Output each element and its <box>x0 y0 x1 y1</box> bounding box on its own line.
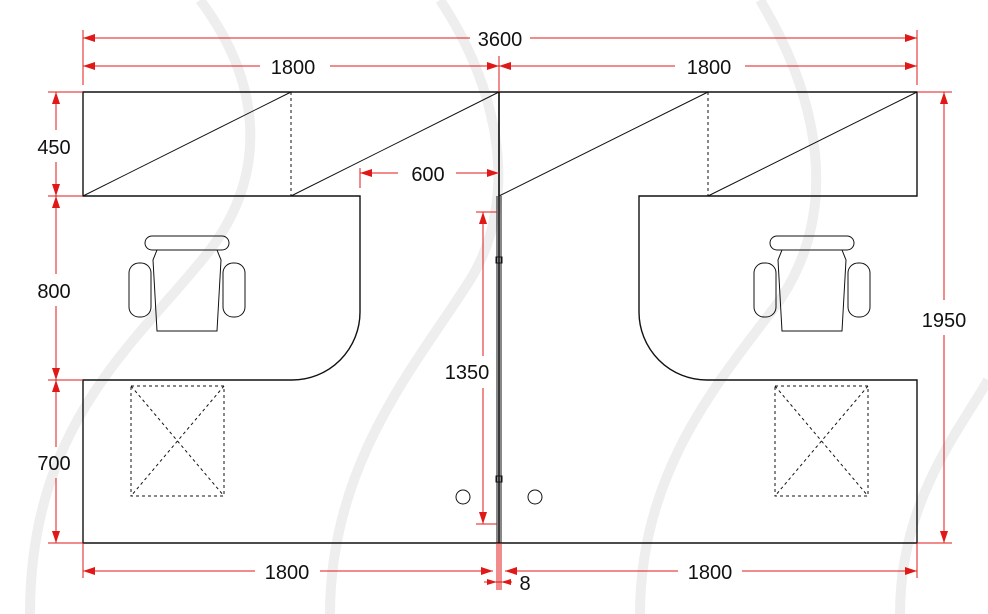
partition-bracket-bottom <box>495 475 503 483</box>
dim-thickness-label: 8 <box>519 573 530 595</box>
dim-bottom-left-label: 1800 <box>265 562 310 584</box>
left-workstation <box>82 91 500 544</box>
right-workstation <box>498 91 918 544</box>
office-chair-icon <box>128 235 246 332</box>
office-chair-icon <box>753 235 871 332</box>
dim-desk-depth-label: 800 <box>37 281 70 303</box>
dim-bottom-left-width: 1800 <box>82 543 500 590</box>
dim-partition-thickness: 8 <box>484 543 531 595</box>
dim-top-right-width: 1800 <box>499 57 917 79</box>
cpu-box-icon <box>130 385 225 497</box>
dim-left-vertical: 450 800 700 <box>37 91 83 544</box>
dim-right-vertical: 1950 <box>917 91 967 544</box>
partition-screen <box>495 196 503 543</box>
dim-storage-depth-label: 450 <box>37 137 70 159</box>
dim-top-left-label: 1800 <box>271 57 316 79</box>
cable-grommet-icon <box>455 489 471 505</box>
dim-total-depth-label: 1950 <box>922 310 967 332</box>
right-storage-diagonal-1 <box>498 91 709 197</box>
dim-opening-label: 600 <box>411 164 444 186</box>
partition-bracket-top <box>495 256 503 264</box>
left-storage-diagonal-2 <box>290 91 500 197</box>
cpu-box-icon <box>774 385 869 497</box>
dim-return-depth-label: 700 <box>37 453 70 475</box>
dim-top-left-width: 1800 <box>83 56 500 92</box>
dim-opening-width: 600 <box>359 164 499 188</box>
dim-partition-length: 1350 <box>445 211 497 525</box>
right-desk-outline <box>498 91 918 544</box>
dim-partition-label: 1350 <box>445 362 490 384</box>
dim-bottom-right-width: 1800 <box>505 543 918 584</box>
dim-total-width-label: 3600 <box>478 29 523 51</box>
left-storage-diagonal-1 <box>82 91 292 197</box>
right-storage-diagonal-2 <box>707 91 918 197</box>
left-desk-outline <box>82 91 500 544</box>
dim-top-right-label: 1800 <box>687 57 732 79</box>
dim-total-width: 3600 <box>82 29 918 85</box>
dim-bottom-right-label: 1800 <box>688 562 733 584</box>
cable-grommet-icon <box>527 489 543 505</box>
